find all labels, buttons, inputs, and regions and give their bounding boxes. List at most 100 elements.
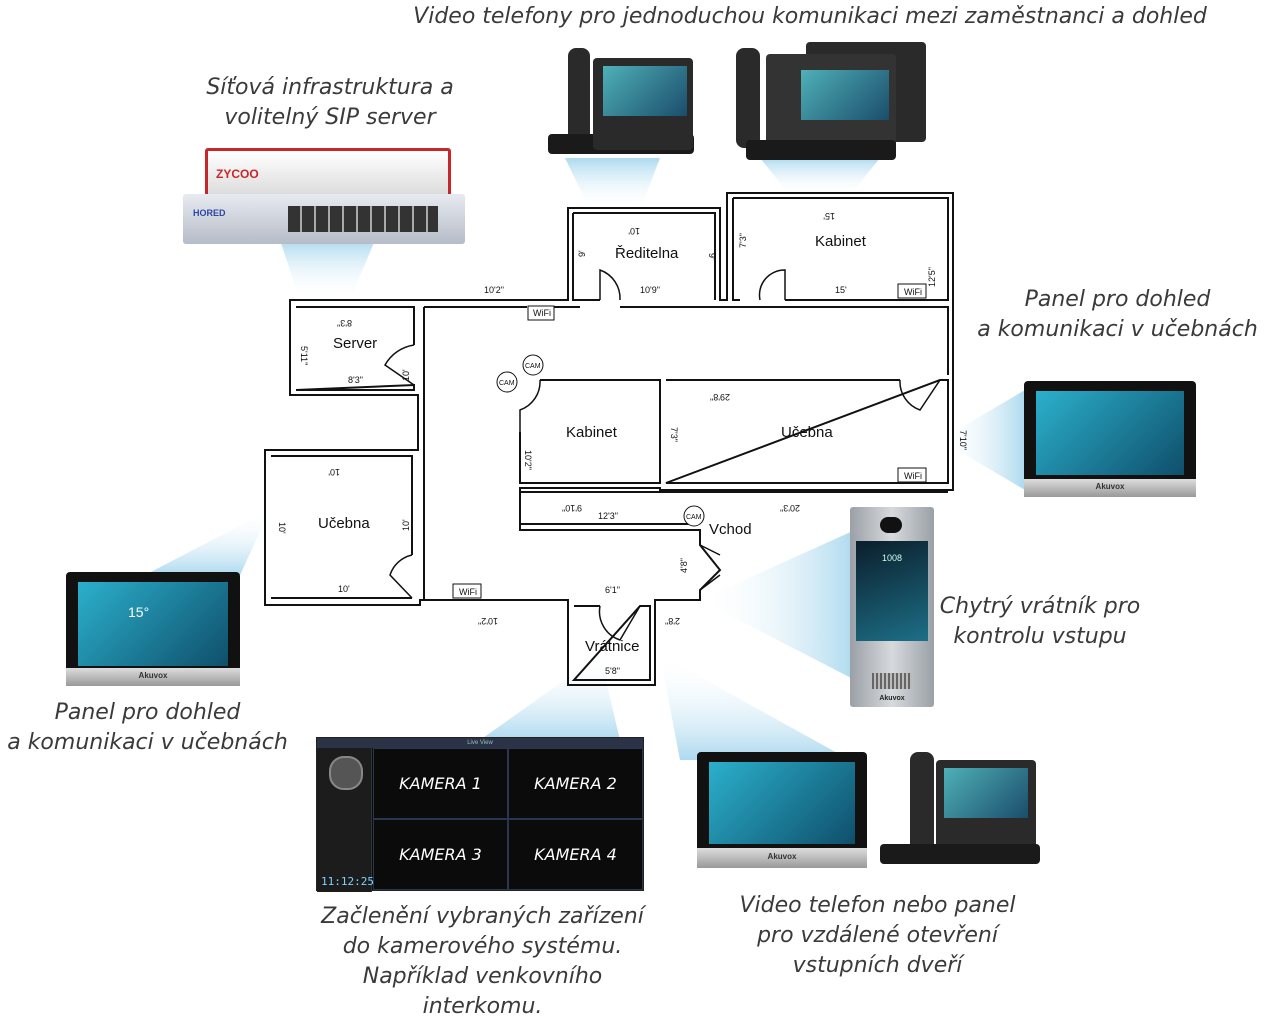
panel-screen — [1036, 391, 1184, 475]
caption-camera-system: Začlenění vybraných zařízení do kamerové… — [321, 904, 644, 1019]
beam-phone-1 — [565, 158, 660, 210]
wifi-tag-ucebna: WiFi — [897, 467, 927, 483]
dim-server-top: 8'3" — [337, 318, 352, 328]
indoor-panel-right: Akuvox — [1024, 381, 1196, 497]
dim-corridor-inner-right: 20'3" — [780, 503, 800, 513]
door-screen: 1008 — [856, 541, 928, 641]
room-reditelna: Ředitelna — [615, 245, 679, 262]
cam-tag-2: CAM — [496, 371, 518, 393]
phone-screen — [944, 768, 1028, 818]
beam-remote — [660, 655, 850, 760]
wifi-tag-bottom: WiFi — [452, 583, 482, 599]
svg-text:WiFi: WiFi — [459, 587, 477, 597]
dim-reditelna-right: 9' — [707, 253, 717, 260]
video-phone-3 — [880, 752, 1040, 864]
room-kabinet-mid: Kabinet — [566, 424, 618, 441]
phone-screen — [801, 70, 889, 120]
dim-vratnice-bottom: 5'8" — [605, 666, 620, 676]
panel-brand: Akuvox — [767, 852, 797, 861]
panel-screen — [709, 762, 855, 844]
dim-kabinet-mid-left: 10'2" — [523, 450, 533, 470]
phone-screen — [603, 66, 687, 116]
dim-vchod-bottom: 2'8" — [665, 616, 680, 626]
svg-text:WiFi: WiFi — [904, 287, 922, 297]
dim-vchod-left: 6'1" — [605, 585, 620, 595]
dim-vchod-right: 4'8" — [679, 558, 689, 573]
svg-text:CAM: CAM — [525, 363, 541, 370]
camera-grid: KAMERA 1 KAMERA 2 KAMERA 3 KAMERA 4 — [373, 748, 643, 890]
indoor-panel-left: 15° Akuvox — [66, 572, 240, 686]
router-brand: ZYCOO — [216, 167, 259, 181]
video-phone-2 — [706, 42, 936, 162]
beam-panel-right — [940, 390, 1025, 490]
room-vchod: Vchod — [709, 521, 752, 538]
panel-temp: 15° — [128, 604, 150, 620]
caption-doorman: Chytrý vrátník pro kontrolu vstupu — [939, 594, 1141, 649]
room-vratnice: Vrátnice — [585, 638, 639, 655]
svg-text:WiFi: WiFi — [904, 471, 922, 481]
wifi-tag-kabinet: WiFi — [897, 283, 927, 299]
room-server: Server — [333, 335, 377, 352]
indoor-panel-bottom: Akuvox — [697, 752, 867, 868]
network-switch: HORED — [183, 194, 465, 244]
beam-camera — [480, 655, 620, 740]
panel-screen: 15° — [78, 582, 228, 666]
door-camera-icon — [880, 517, 902, 533]
caption-panel-left: Panel pro dohled a komunikaci v učebnách — [7, 700, 288, 755]
dim-kabinet-top-left: 7'3" — [738, 233, 748, 248]
room-ucebna-mid: Učebna — [781, 424, 833, 441]
dim-corridor-inner-bottom: 12'3" — [598, 511, 618, 521]
caption-video-phones: Video telefony pro jednoduchou komunikac… — [413, 4, 1207, 29]
dim-server-left: 5'11" — [299, 346, 309, 365]
beam-network — [280, 240, 375, 300]
cam-tag-1: CAM — [522, 354, 544, 376]
caption-network: Síťová infrastruktura a volitelný SIP se… — [206, 75, 454, 130]
camera-sidebar: 11:12:25 — [317, 748, 374, 892]
door-brand: Akuvox — [879, 695, 905, 702]
dim-bottom-wall-left: 10'2" — [478, 616, 498, 626]
room-kabinet-top: Kabinet — [815, 233, 867, 250]
switch-ports — [288, 206, 438, 232]
camera-live-view: Live View 11:12:25 KAMERA 1 KAMERA 2 KAM… — [316, 737, 644, 892]
panel-brand: Akuvox — [1095, 482, 1125, 491]
dim-kabinet-top-top: 15' — [823, 211, 835, 221]
dim-ucebna-mid-top: 29'8" — [710, 392, 730, 402]
switch-brand: HORED — [193, 208, 226, 218]
dim-corridor-inner-left: 9'10" — [562, 503, 582, 513]
dim-kabinet-top-bottom: 15' — [835, 285, 847, 295]
dim-ucebna-left-left: 10' — [277, 522, 287, 534]
dim-ucebna-mid-right: 7'10" — [958, 430, 968, 450]
dim-ucebna-left-right: 10' — [401, 519, 411, 531]
dim-reditelna-bottom: 10'9" — [640, 285, 660, 295]
door-code: 1008 — [881, 553, 903, 563]
svg-text:CAM: CAM — [499, 380, 515, 387]
camera-cell-2[interactable]: KAMERA 2 — [508, 748, 643, 819]
door-phone: 1008 Akuvox — [850, 507, 934, 707]
dim-kabinet-mid-right: 7'3" — [669, 427, 679, 442]
beam-panel-left — [145, 510, 270, 575]
room-ucebna-left: Učebna — [318, 515, 370, 532]
caption-panel-right: Panel pro dohled a komunikaci v učebnách — [977, 287, 1258, 342]
camera-cell-3[interactable]: KAMERA 3 — [373, 819, 508, 890]
wifi-tag-corridor: WiFi — [527, 305, 555, 321]
ptz-control-icon — [329, 756, 363, 790]
dim-server-bottom: 8'3" — [348, 375, 363, 385]
phone-handset-icon — [910, 752, 934, 852]
dim-corridor-top: 10'2" — [484, 285, 504, 295]
dim-server-right: 10' — [401, 369, 411, 381]
caption-remote-open: Video telefon nebo panel pro vzdálené ot… — [739, 893, 1016, 978]
panel-brand: Akuvox — [138, 671, 168, 680]
dim-ucebna-left-bottom: 10' — [338, 584, 350, 594]
camera-clock: 11:12:25 — [321, 875, 374, 888]
svg-text:WiFi: WiFi — [533, 308, 551, 318]
dim-reditelna-top: 10' — [628, 226, 640, 236]
dim-ucebna-left-top: 10' — [328, 467, 340, 477]
dim-kabinet-top-right: 12'5" — [927, 267, 937, 287]
svg-text:CAM: CAM — [686, 514, 702, 521]
camera-cell-1[interactable]: KAMERA 1 — [373, 748, 508, 819]
dim-reditelna-left: 9' — [577, 250, 587, 257]
camera-cell-4[interactable]: KAMERA 4 — [508, 819, 643, 890]
video-phone-1 — [548, 48, 694, 154]
